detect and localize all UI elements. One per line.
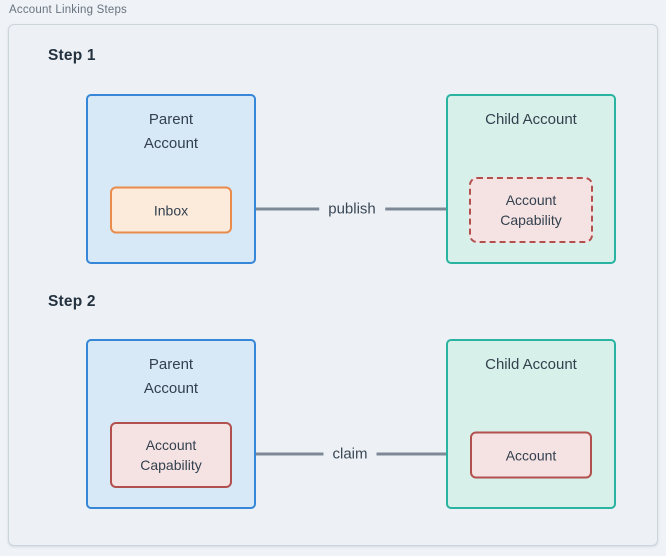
account-capability-dashed-box: Account Capability [469,177,593,243]
publish-arrow-label: publish [319,199,385,219]
step-2-child-account-box: Child Account Account [446,339,616,509]
account-capability-box: Account Capability [110,422,232,488]
inbox-box: Inbox [110,186,232,234]
parent-account-title: Parent Account [143,356,199,397]
parent-account-title: Parent Account [143,111,199,152]
claim-arrow-label: claim [323,444,377,464]
step-2-heading: Step 2 [48,293,96,310]
diagram-canvas: Step 1 Parent Account Inbox Child Accoun… [8,24,658,546]
inbox-label: Inbox [153,202,189,218]
account-capability-label: Account Capability [500,192,562,228]
child-account-title: Child Account [485,356,577,373]
account-box: Account [470,431,592,479]
step-1-heading: Step 1 [48,47,96,64]
account-label: Account [505,447,557,463]
step-1-parent-account-box: Parent Account Inbox [86,94,256,264]
child-account-title: Child Account [485,111,577,128]
diagram-title: Account Linking Steps [9,4,127,16]
account-capability-label: Account Capability [140,437,202,473]
step-1-child-account-box: Child Account Account Capability [446,94,616,264]
step-2-parent-account-box: Parent Account Account Capability [86,339,256,509]
